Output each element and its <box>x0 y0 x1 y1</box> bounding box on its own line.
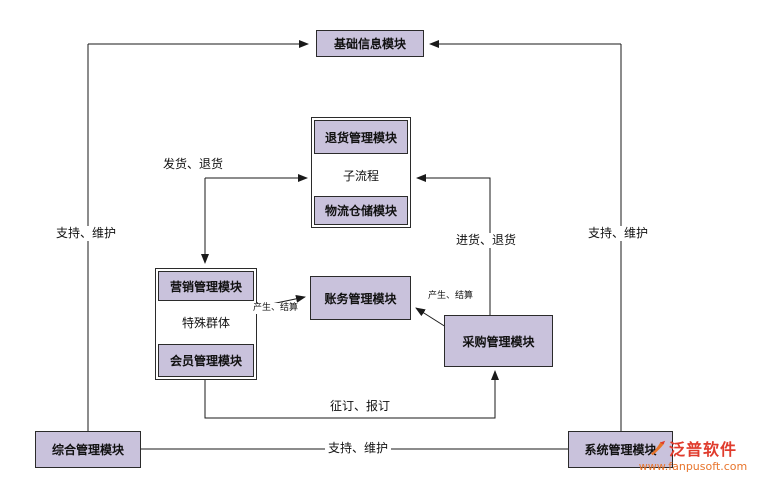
node-special-group: 特殊群体 <box>181 316 230 330</box>
edge-label-ship-return: 发货、退货 <box>160 157 227 172</box>
edge-label-support-right: 支持、维护 <box>585 226 652 241</box>
node-member: 会员管理模块 <box>158 344 254 377</box>
edge-label-subscribe: 征订、报订 <box>327 399 394 414</box>
edge-label-stock-return: 进货、退货 <box>453 233 520 248</box>
edge-label-support-bottom: 支持、维护 <box>325 441 392 456</box>
edge-label-produce-settle-left: 产生、结算 <box>252 303 300 314</box>
node-subprocess: 子流程 <box>342 168 379 183</box>
marketing-group: 营销管理模块 特殊群体 会员管理模块 <box>155 268 257 380</box>
watermark-brand: 泛普软件 <box>668 440 737 459</box>
node-basic-info: 基础信息模块 <box>316 30 424 57</box>
node-purchase: 采购管理模块 <box>444 315 553 367</box>
fanpu-logo-icon <box>650 440 666 456</box>
watermark: 泛普软件 www.fanpusoft.com <box>634 436 752 473</box>
edge-label-produce-settle-right: 产生、结算 <box>427 291 475 302</box>
node-marketing: 营销管理模块 <box>158 271 254 301</box>
node-comprehensive: 综合管理模块 <box>35 431 141 468</box>
node-system: 系统管理模块 <box>568 431 673 468</box>
node-accounting: 账务管理模块 <box>310 276 411 320</box>
watermark-url: www.fanpusoft.com <box>638 460 748 473</box>
edge-label-support-left: 支持、维护 <box>53 226 120 241</box>
node-logistics: 物流仓储模块 <box>314 196 408 225</box>
returns-group: 退货管理模块 子流程 物流仓储模块 <box>311 117 411 228</box>
node-returns: 退货管理模块 <box>314 120 408 154</box>
